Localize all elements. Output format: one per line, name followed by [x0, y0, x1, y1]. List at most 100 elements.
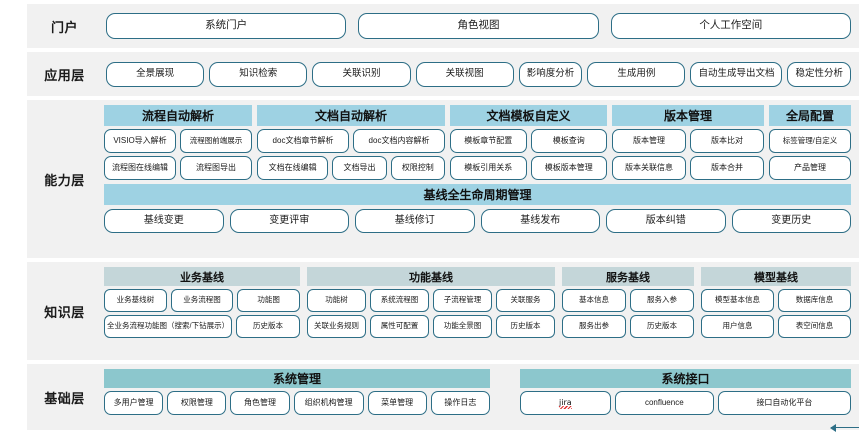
cap-item-doc-content-parse[interactable]: doc文档内容解析	[353, 129, 445, 153]
layer-label-knowledge: 知识层	[44, 304, 85, 320]
know-item-business-flowchart[interactable]: 业务流程图	[170, 289, 234, 312]
know-item-service-input-param[interactable]: 服务入参	[630, 289, 694, 312]
base-item-permission-mgmt[interactable]: 权限管理	[167, 391, 227, 415]
cap-item-flowchart-export[interactable]: 流程图导出	[180, 156, 252, 180]
layer-capability-body: 流程自动解析 VISIO导入解析 流程图前端展示 流程图在线编辑 流程图导出 文…	[102, 100, 859, 258]
foundation-group-system-interface: 系统接口 jira confluence 接口自动化平台	[520, 369, 851, 425]
base-item-operation-log[interactable]: 操作日志	[430, 391, 490, 415]
connector-arrow-icon	[830, 424, 859, 432]
know-item-business-baseline-tree[interactable]: 业务基线树	[104, 289, 167, 312]
layer-label-foundation: 基础层	[44, 390, 85, 406]
know-item-subprocess-mgmt[interactable]: 子流程管理	[433, 289, 492, 312]
lifecycle-item-change-history[interactable]: 变更历史	[731, 209, 851, 233]
group-row: 模板章节配置 模板查询	[450, 129, 607, 153]
knowledge-group-business-baseline: 业务基线 业务基线树 业务流程图 功能图 全业务流程功能图（搜索/下钻展示） 历…	[104, 267, 301, 355]
app-item-impact-analysis[interactable]: 影响度分析	[518, 61, 583, 87]
layer-portal: 门户 系统门户 角色视图 个人工作空间	[27, 4, 859, 48]
know-item-function-diagram[interactable]: 功能图	[237, 289, 301, 312]
base-item-menu-mgmt[interactable]: 菜单管理	[367, 391, 427, 415]
know-item-history-version-service[interactable]: 历史版本	[630, 315, 694, 338]
lifecycle-item-version-correction[interactable]: 版本纠错	[606, 209, 726, 233]
app-item-stability-analysis[interactable]: 稳定性分析	[787, 61, 851, 87]
cap-item-template-chapter-config[interactable]: 模板章节配置	[450, 129, 527, 153]
know-item-related-service[interactable]: 关联服务	[496, 289, 555, 312]
layer-foundation-body: 系统管理 多用户管理 权限管理 角色管理 组织机构管理 菜单管理 操作日志 系统…	[102, 364, 859, 430]
group-row: 全业务流程功能图（搜索/下钻展示） 历史版本	[104, 315, 300, 338]
cap-item-version-merge[interactable]: 版本合并	[690, 156, 764, 180]
base-item-org-structure-mgmt[interactable]: 组织机构管理	[293, 391, 364, 415]
cap-item-permission-control[interactable]: 权限控制	[390, 156, 445, 180]
cap-item-template-version-mgmt[interactable]: 模板版本管理	[530, 156, 607, 180]
know-item-tablespace-info[interactable]: 表空间信息	[778, 315, 851, 338]
app-item-panorama[interactable]: 全景展现	[106, 61, 205, 87]
base-item-multi-user-mgmt[interactable]: 多用户管理	[104, 391, 164, 415]
portal-item-personal-workspace[interactable]: 个人工作空间	[610, 13, 851, 39]
know-item-user-info[interactable]: 用户信息	[701, 315, 774, 338]
cap-item-flowchart-frontend-display[interactable]: 流程图前端展示	[180, 129, 252, 153]
layer-application: 应用层 全景展现 知识检索 关联识别 关联视图 影响度分析 生成用例 自动生成导…	[27, 52, 859, 96]
lifecycle-item-baseline-change[interactable]: 基线变更	[104, 209, 224, 233]
know-item-history-version-function[interactable]: 历史版本	[496, 315, 555, 338]
group-title-function-baseline: 功能基线	[307, 267, 555, 286]
cap-item-doc-chapter-parse[interactable]: doc文档章节解析	[257, 129, 349, 153]
group-title-process-parse: 流程自动解析	[104, 105, 252, 126]
cap-item-template-query[interactable]: 模板查询	[530, 129, 607, 153]
group-row: 多用户管理 权限管理 角色管理 组织机构管理 菜单管理 操作日志	[104, 391, 490, 415]
cap-item-visio-import-parse[interactable]: VISIO导入解析	[104, 129, 176, 153]
cap-item-tag-mgmt-custom[interactable]: 标签管理/自定义	[769, 129, 851, 153]
group-title-model-baseline: 模型基线	[701, 267, 851, 286]
group-title-global-config: 全局配置	[769, 105, 851, 126]
group-row: 基本信息 服务入参	[562, 289, 694, 312]
group-row: 模型基本信息 数据库信息	[701, 289, 851, 312]
group-row: 功能树 系统流程图 子流程管理 关联服务	[307, 289, 555, 312]
cap-item-product-mgmt[interactable]: 产品管理	[769, 156, 851, 180]
know-item-model-basic-info[interactable]: 模型基本信息	[701, 289, 774, 312]
app-item-auto-export-doc[interactable]: 自动生成导出文档	[690, 61, 783, 87]
know-item-related-business-rule[interactable]: 关联业务规则	[307, 315, 366, 338]
know-item-full-business-flow-function-diagram[interactable]: 全业务流程功能图（搜索/下钻展示）	[104, 315, 232, 338]
cap-item-doc-export[interactable]: 文档导出	[332, 156, 387, 180]
portal-item-role-view[interactable]: 角色视图	[358, 13, 599, 39]
layer-label-application: 应用层	[44, 67, 85, 83]
base-item-confluence[interactable]: confluence	[614, 391, 714, 415]
know-item-system-flowchart[interactable]: 系统流程图	[370, 289, 429, 312]
layer-label-capability: 能力层	[44, 172, 85, 188]
know-item-history-version-business[interactable]: 历史版本	[235, 315, 300, 338]
know-item-function-tree[interactable]: 功能树	[307, 289, 366, 312]
jira-label: jira	[559, 397, 572, 409]
cap-item-flowchart-online-edit[interactable]: 流程图在线编辑	[104, 156, 176, 180]
group-row: 服务出参 历史版本	[562, 315, 694, 338]
group-row: jira confluence 接口自动化平台	[520, 391, 851, 415]
know-item-database-info[interactable]: 数据库信息	[778, 289, 851, 312]
group-row: 流程图在线编辑 流程图导出	[104, 156, 252, 180]
cap-item-version-mgmt[interactable]: 版本管理	[612, 129, 686, 153]
app-item-knowledge-search[interactable]: 知识检索	[209, 61, 308, 87]
layer-foundation: 基础层 系统管理 多用户管理 权限管理 角色管理 组织机构管理 菜单管理 操作日…	[27, 364, 859, 432]
portal-item-system-portal[interactable]: 系统门户	[106, 13, 347, 39]
cap-item-doc-online-edit[interactable]: 文档在线编辑	[257, 156, 329, 180]
layer-knowledge-body: 业务基线 业务基线树 业务流程图 功能图 全业务流程功能图（搜索/下钻展示） 历…	[102, 262, 859, 360]
lifecycle-item-baseline-revision[interactable]: 基线修订	[355, 209, 475, 233]
know-item-function-panorama[interactable]: 功能全景图	[433, 315, 492, 338]
base-item-jira[interactable]: jira	[520, 391, 611, 415]
cap-item-version-compare[interactable]: 版本比对	[690, 129, 764, 153]
group-row: 版本管理 版本比对	[612, 129, 764, 153]
capability-groups: 流程自动解析 VISIO导入解析 流程图前端展示 流程图在线编辑 流程图导出 文…	[104, 105, 851, 180]
group-title-system-mgmt: 系统管理	[104, 369, 490, 388]
know-item-service-basic-info[interactable]: 基本信息	[562, 289, 626, 312]
app-item-generate-usecase[interactable]: 生成用例	[587, 61, 686, 87]
layer-capability: 能力层 流程自动解析 VISIO导入解析 流程图前端展示 流程图在线编辑 流程图…	[27, 100, 859, 258]
cap-item-template-reference[interactable]: 模板引用关系	[450, 156, 527, 180]
know-item-service-output-param[interactable]: 服务出参	[562, 315, 626, 338]
base-item-role-mgmt[interactable]: 角色管理	[230, 391, 290, 415]
base-item-api-automation-platform[interactable]: 接口自动化平台	[717, 391, 851, 415]
capability-group-version-mgmt: 版本管理 版本管理 版本比对 版本关联信息 版本合并	[612, 105, 764, 180]
app-item-relation-view[interactable]: 关联视图	[415, 61, 514, 87]
lifecycle-item-change-review[interactable]: 变更评审	[229, 209, 349, 233]
group-row: 用户信息 表空间信息	[701, 315, 851, 338]
lifecycle-item-baseline-release[interactable]: 基线发布	[480, 209, 600, 233]
know-item-attribute-configurable[interactable]: 属性可配置	[370, 315, 429, 338]
group-title-doc-template: 文档模板自定义	[450, 105, 607, 126]
app-item-relation-recognition[interactable]: 关联识别	[312, 61, 411, 87]
cap-item-version-relation-info[interactable]: 版本关联信息	[612, 156, 686, 180]
